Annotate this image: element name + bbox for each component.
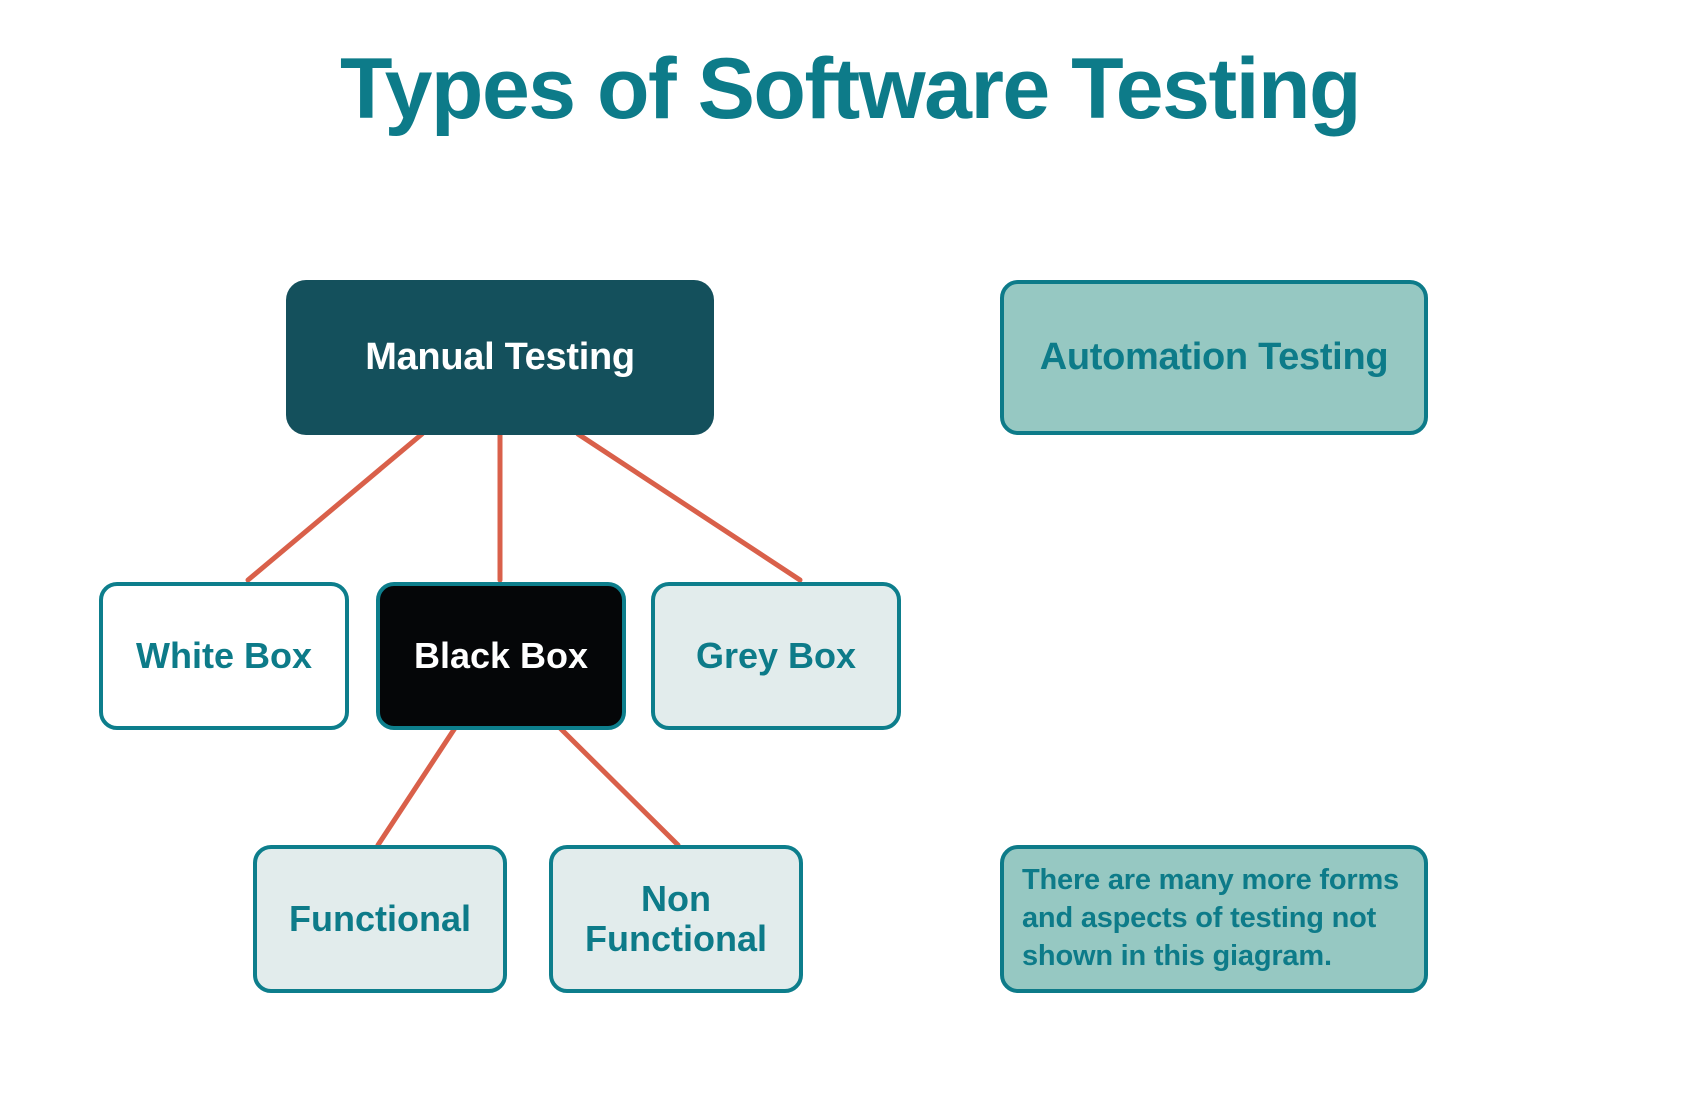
connector-black-box-to-non-functional: [557, 725, 681, 848]
node-black-box-label: Black Box: [413, 634, 589, 676]
note-line-3: shown in this giagram.: [1022, 939, 1332, 972]
node-manual-testing[interactable]: Manual Testing: [286, 280, 714, 435]
note-box: There are many more forms and aspects of…: [1000, 845, 1428, 993]
note-box-text: There are many more forms and aspects of…: [1022, 862, 1406, 975]
connector-manual-to-grey-box: [575, 431, 803, 583]
note-line-2: and aspects of testing not: [1022, 902, 1377, 935]
note-line-1: There are many more forms: [1022, 864, 1399, 897]
node-non-functional-label: Non Functional: [585, 877, 767, 960]
connector-manual-to-white-box: [245, 431, 425, 583]
node-functional[interactable]: Functional: [253, 845, 507, 993]
node-black-box[interactable]: Black Box: [376, 582, 626, 730]
node-non-functional-line-1: Non: [641, 877, 711, 919]
node-automation-testing-label: Automation Testing: [1039, 336, 1389, 379]
node-white-box[interactable]: White Box: [99, 582, 349, 730]
connector-black-box-to-functional: [375, 725, 458, 848]
node-functional-label: Functional: [289, 897, 471, 939]
page-title: Types of Software Testing: [339, 41, 1362, 137]
node-grey-box-label: Grey Box: [695, 634, 857, 676]
node-manual-testing-label: Manual Testing: [365, 336, 635, 379]
node-non-functional-line-2: Functional: [585, 918, 767, 959]
node-automation-testing[interactable]: Automation Testing: [1000, 280, 1428, 435]
node-white-box-label: White Box: [136, 634, 312, 676]
node-non-functional[interactable]: Non Functional: [549, 845, 803, 993]
node-grey-box[interactable]: Grey Box: [651, 582, 901, 730]
